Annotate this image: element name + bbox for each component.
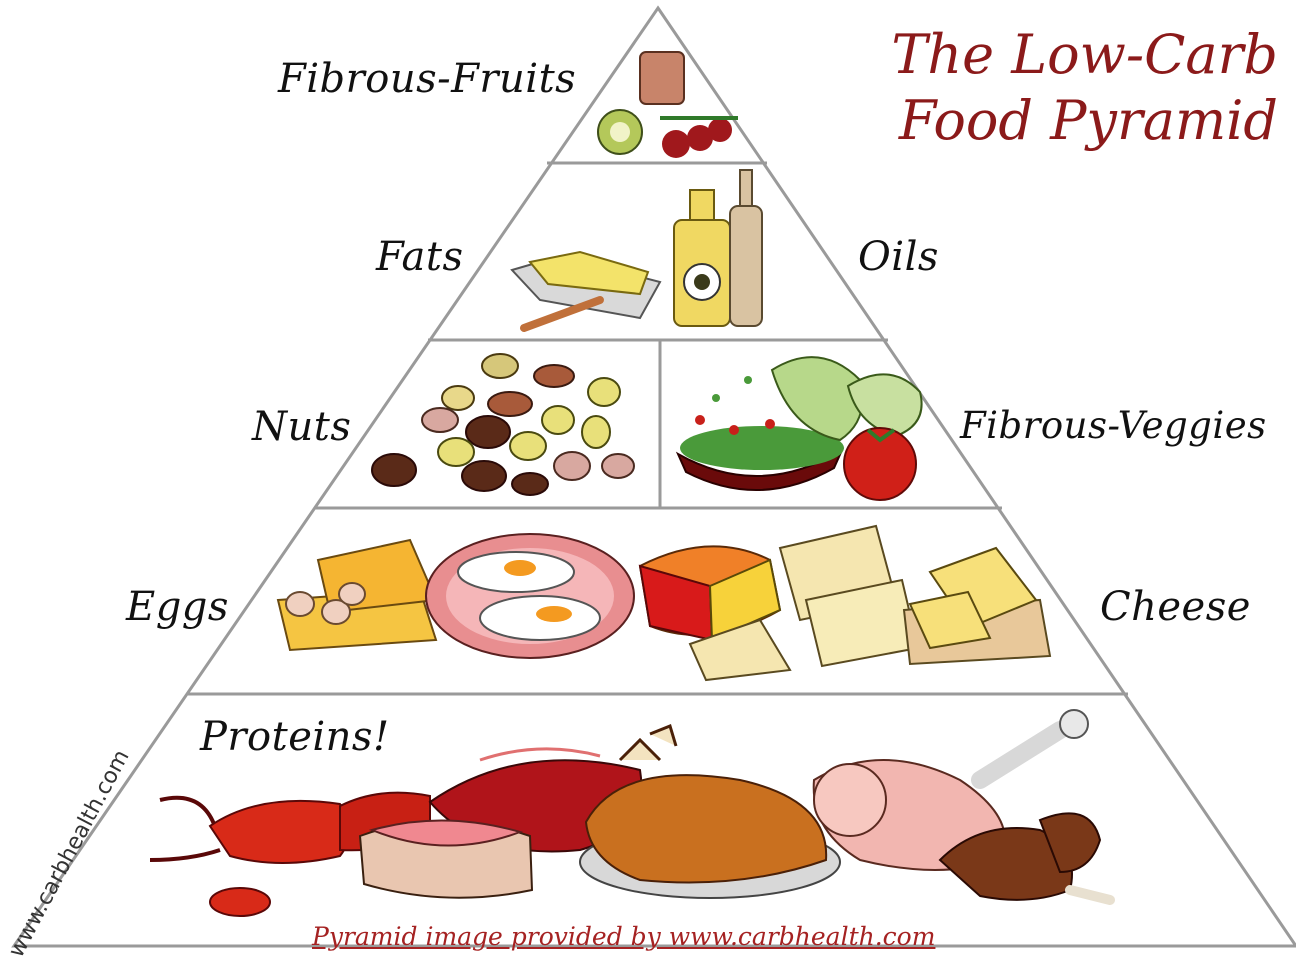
label-nuts: Nuts — [252, 404, 351, 450]
title-line-2: Food Pyramid — [891, 88, 1278, 154]
diagram-title: The Low-Carb Food Pyramid — [891, 22, 1278, 154]
label-oils: Oils — [858, 234, 939, 280]
tomato-icon — [844, 428, 916, 500]
fried-eggs-icon — [426, 534, 634, 658]
label-fats: Fats — [376, 234, 464, 280]
label-eggs: Eggs — [126, 584, 229, 630]
title-line-1: The Low-Carb — [891, 22, 1278, 88]
label-fibrous-fruits: Fibrous-Fruits — [278, 56, 576, 102]
credit-text: Pyramid image provided by www.carbhealth… — [312, 922, 935, 951]
ham-slice-icon — [360, 820, 532, 897]
label-cheese: Cheese — [1100, 584, 1251, 630]
label-fibrous-veggies: Fibrous-Veggies — [960, 404, 1267, 447]
label-proteins: Proteins! — [200, 714, 390, 760]
